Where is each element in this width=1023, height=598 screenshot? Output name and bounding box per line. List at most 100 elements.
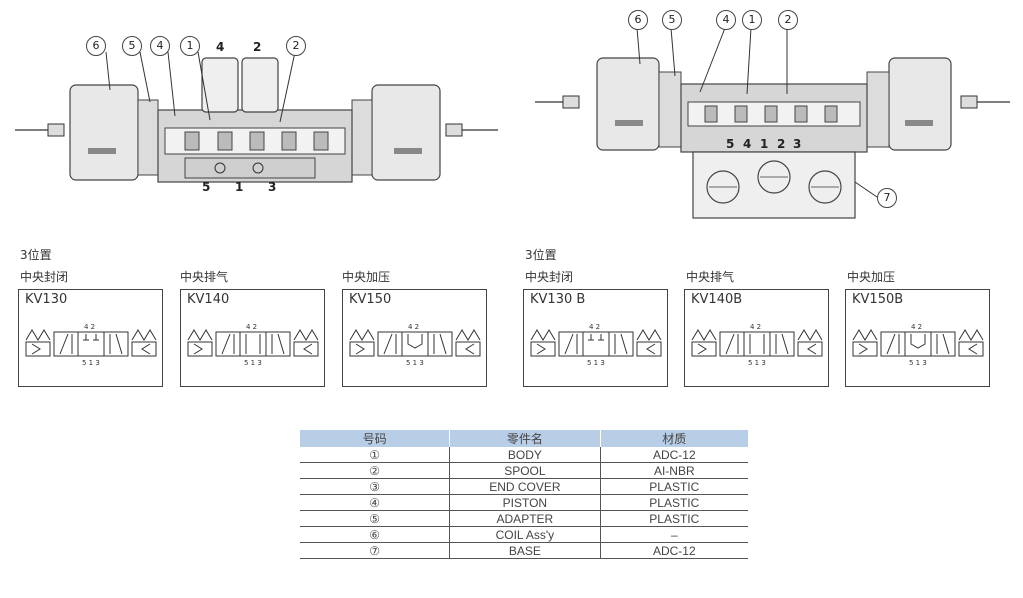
symbol-bottom-ports: 5 1 3 bbox=[748, 359, 766, 367]
symbol-box-kv140: KV140 4 2 5 1 3 bbox=[180, 289, 325, 387]
subtitle: 中央封闭 bbox=[20, 270, 69, 284]
group-heading-right: 3位置 bbox=[525, 248, 557, 262]
cell-material: PLASTIC bbox=[600, 510, 748, 527]
right-valve-drawing: 6 5 4 1 2 7 5 4 1 2 3 bbox=[525, 2, 1015, 220]
cell-part: SPOOL bbox=[449, 462, 601, 479]
subtitle: 中央封闭 bbox=[525, 270, 574, 284]
callout-4: 4 bbox=[150, 36, 170, 56]
cell-material: – bbox=[600, 526, 748, 543]
callout-6: 6 bbox=[628, 10, 648, 30]
symbol-top-ports: 4 2 bbox=[750, 323, 761, 331]
symbol-top-ports: 4 2 bbox=[246, 323, 257, 331]
right-valve-svg bbox=[535, 27, 1010, 219]
valve-symbol: 4 2 5 1 3 bbox=[24, 318, 158, 372]
port-label-3: 3 bbox=[793, 137, 802, 151]
symbol-box-kv150: KV150 4 2 5 1 3 bbox=[342, 289, 487, 387]
cell-number: ⑦ bbox=[300, 542, 451, 559]
left-valve-drawing: 6 5 4 1 2 4 2 5 1 3 bbox=[10, 30, 500, 210]
valve-symbol-svg: 4 2 5 1 3 bbox=[187, 323, 319, 367]
cell-material: ADC-12 bbox=[600, 447, 748, 463]
header-material: 材质 bbox=[600, 430, 748, 447]
cell-material: PLASTIC bbox=[600, 494, 748, 511]
valve-symbol: 4 2 5 1 3 bbox=[690, 318, 824, 372]
port-label-3: 3 bbox=[268, 180, 277, 194]
valve-symbol-svg: 4 2 5 1 3 bbox=[25, 323, 157, 367]
callout-4: 4 bbox=[716, 10, 736, 30]
cell-number: ① bbox=[300, 447, 451, 463]
model-label: KV140 bbox=[187, 292, 230, 307]
cell-part: END COVER bbox=[449, 478, 601, 495]
cell-number: ⑤ bbox=[300, 510, 451, 527]
subtitle: 中央排气 bbox=[180, 270, 229, 284]
callout-1: 1 bbox=[180, 36, 200, 56]
cell-number: ② bbox=[300, 462, 451, 479]
valve-symbol-svg: 4 25 1 3 bbox=[530, 323, 662, 367]
symbol-bottom-ports: 5 1 3 bbox=[82, 359, 100, 367]
valve-symbol-svg: 4 2 5 1 3 bbox=[349, 323, 481, 367]
symbol-bottom-ports: 5 1 3 bbox=[244, 359, 262, 367]
left-valve-svg bbox=[15, 51, 498, 183]
callout-5: 5 bbox=[662, 10, 682, 30]
port-label-4: 4 bbox=[216, 40, 225, 54]
callout-5: 5 bbox=[122, 36, 142, 56]
cell-number: ④ bbox=[300, 494, 451, 511]
port-label-5: 5 bbox=[726, 137, 735, 151]
header-number: 号码 bbox=[300, 430, 451, 447]
header-part-name: 零件名 bbox=[449, 430, 601, 447]
cell-material: ADC-12 bbox=[600, 542, 748, 559]
model-label: KV130 bbox=[25, 292, 68, 307]
cell-number: ⑥ bbox=[300, 526, 451, 543]
port-label-1: 1 bbox=[235, 180, 244, 194]
symbol-box-kv150b: KV150B 4 2 5 1 3 bbox=[845, 289, 990, 387]
valve-symbol: 4 2 5 1 3 bbox=[851, 318, 985, 372]
symbol-box-kv140b: KV140B 4 2 5 1 3 bbox=[684, 289, 829, 387]
subtitle: 中央加压 bbox=[847, 270, 896, 284]
symbol-bottom-ports: 5 1 3 bbox=[587, 359, 605, 367]
port-label-4: 4 bbox=[743, 137, 752, 151]
cell-part: ADAPTER bbox=[449, 510, 601, 527]
model-label: KV130 B bbox=[530, 292, 586, 307]
cell-number: ③ bbox=[300, 478, 451, 495]
cell-part: BASE bbox=[449, 542, 601, 559]
port-label-5: 5 bbox=[202, 180, 211, 194]
subtitle: 中央排气 bbox=[686, 270, 735, 284]
cell-part: BODY bbox=[449, 447, 601, 463]
model-label: KV150B bbox=[852, 292, 904, 307]
cell-part: COIL Ass'y bbox=[449, 526, 601, 543]
table-header-row: 号码 零件名 材质 bbox=[300, 430, 748, 447]
symbol-top-ports: 4 2 bbox=[911, 323, 922, 331]
callout-2: 2 bbox=[778, 10, 798, 30]
symbol-top-ports: 4 2 bbox=[84, 323, 95, 331]
group-heading-left: 3位置 bbox=[20, 248, 52, 262]
valve-symbol-svg: 4 2 5 1 3 bbox=[852, 323, 984, 367]
port-label-2: 2 bbox=[777, 137, 786, 151]
callout-2: 2 bbox=[286, 36, 306, 56]
callout-7: 7 bbox=[877, 188, 897, 208]
valve-symbol-svg: 4 2 5 1 3 bbox=[691, 323, 823, 367]
model-label: KV150 bbox=[349, 292, 392, 307]
callout-6: 6 bbox=[86, 36, 106, 56]
valve-symbol: 4 2 5 1 3 bbox=[186, 318, 320, 372]
model-label: KV140B bbox=[691, 292, 743, 307]
valve-symbol: 4 2 5 1 3 bbox=[348, 318, 482, 372]
symbol-bottom-ports: 5 1 3 bbox=[909, 359, 927, 367]
callout-1: 1 bbox=[742, 10, 762, 30]
cell-part: PISTON bbox=[449, 494, 601, 511]
subtitle: 中央加压 bbox=[342, 270, 391, 284]
symbol-box-kv130: KV130 4 2 5 1 3 bbox=[18, 289, 163, 387]
port-label-2: 2 bbox=[253, 40, 262, 54]
port-label-1: 1 bbox=[760, 137, 769, 151]
symbol-bottom-ports: 5 1 3 bbox=[406, 359, 424, 367]
cell-material: AI-NBR bbox=[600, 462, 748, 479]
symbol-top-ports: 4 2 bbox=[408, 323, 419, 331]
cell-material: PLASTIC bbox=[600, 478, 748, 495]
